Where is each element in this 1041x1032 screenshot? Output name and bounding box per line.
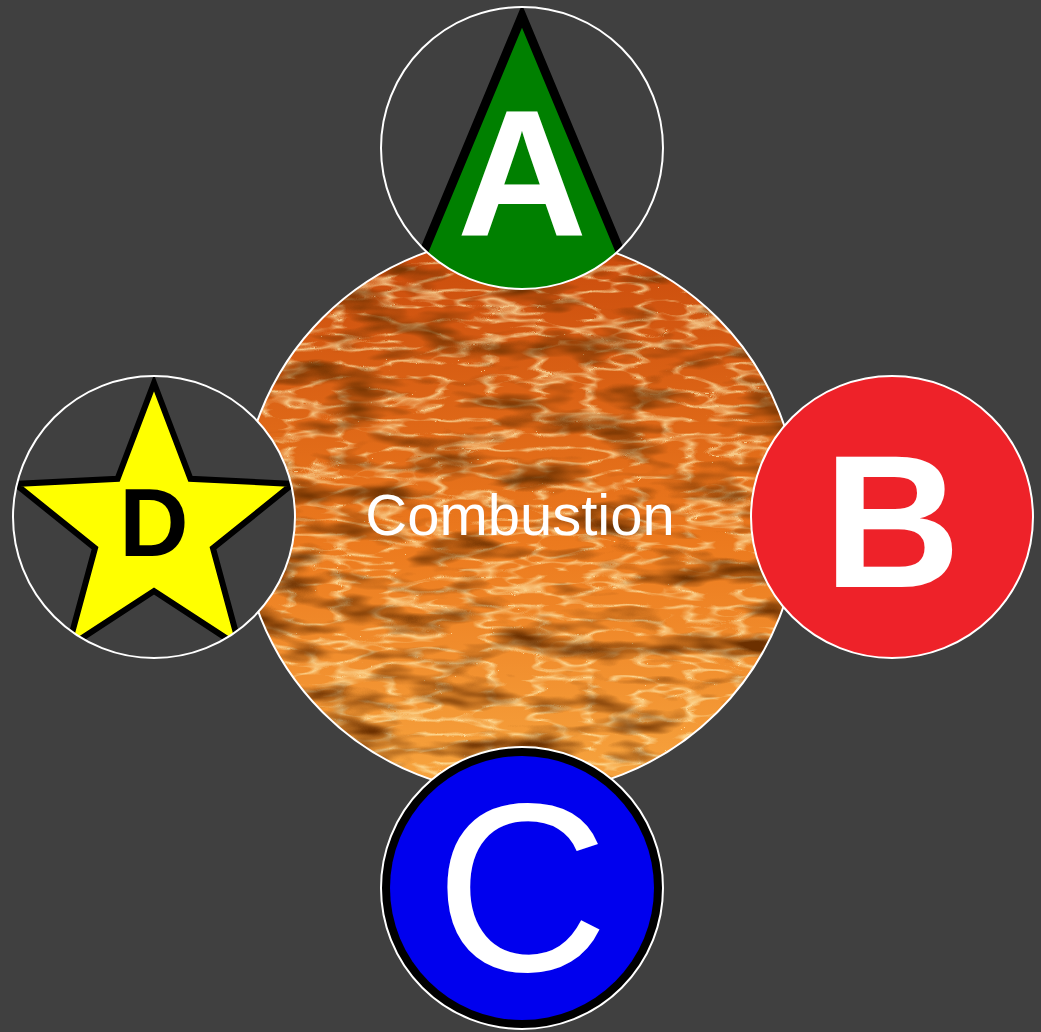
class-letter: B (823, 426, 960, 616)
flame-ground (240, 235, 800, 795)
class-letter: A (457, 84, 587, 264)
circle-outline (13, 376, 295, 658)
class-b-circle: B (750, 375, 1034, 659)
class-c-circle: C (380, 746, 664, 1030)
node-title: Combustion (365, 486, 674, 544)
yellow-star (15, 383, 293, 647)
black-ring (381, 747, 663, 1029)
flame-streaks (240, 235, 800, 795)
flame-shadows (240, 235, 800, 795)
red-circle (751, 376, 1033, 658)
class-letter: D (119, 475, 188, 571)
class-letter: C (435, 768, 608, 1008)
combustion-circle: Combustion (240, 235, 800, 795)
class-a-circle: A (380, 6, 664, 290)
class-d-circle: D (12, 375, 296, 659)
circle-ground (12, 375, 296, 659)
circle-outline (241, 236, 799, 794)
circle-outline (381, 7, 663, 289)
blue-circle (390, 756, 654, 1020)
